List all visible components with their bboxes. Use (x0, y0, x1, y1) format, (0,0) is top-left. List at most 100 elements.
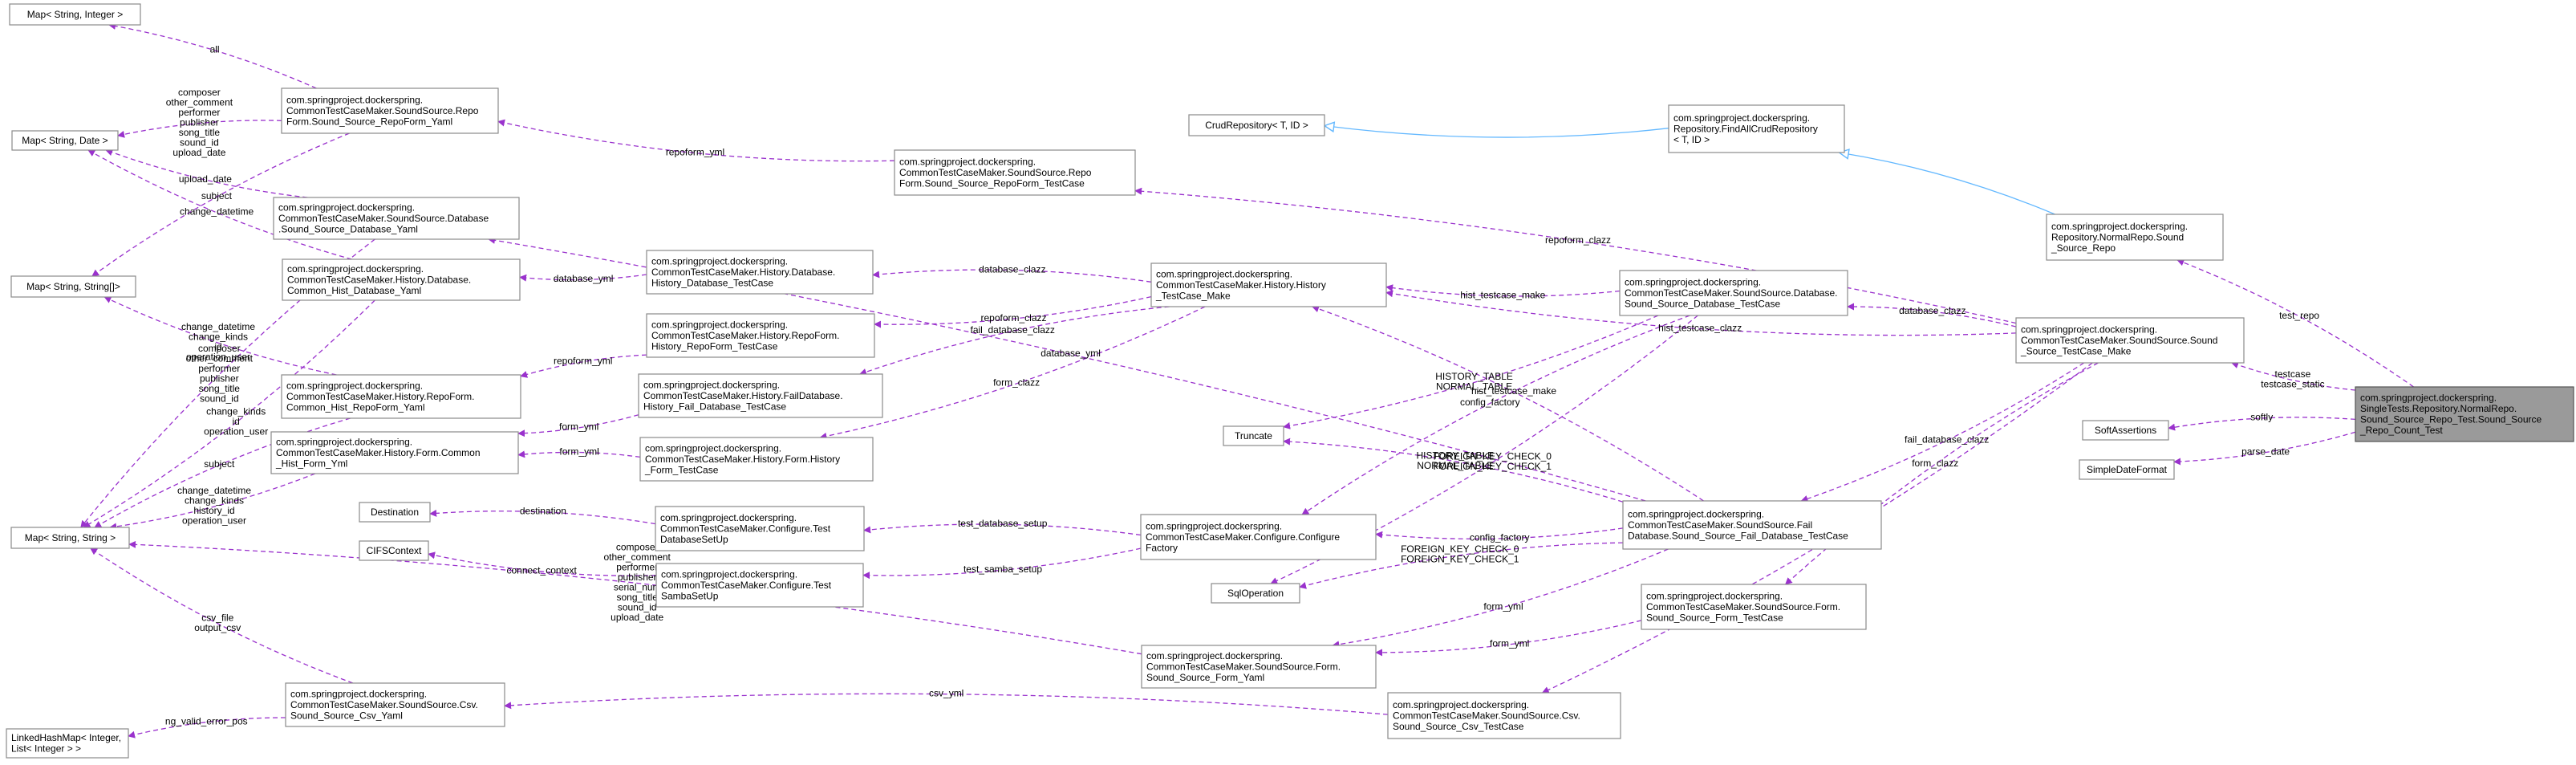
class-node-repoFormTc[interactable]: com.springproject.dockerspring.CommonTes… (894, 149, 1136, 196)
class-node-ssMake[interactable]: com.springproject.dockerspring.CommonTes… (2015, 317, 2245, 364)
edge-label: FOREIGN_KEY_CHECK_1 (1434, 461, 1552, 472)
class-node-box (270, 431, 519, 474)
edge-label-group: fail_database_clazz (1905, 433, 1989, 445)
class-node-label-line: < T, ID > (1673, 134, 1710, 145)
class-node-softAssert[interactable]: SoftAssertions (2082, 420, 2169, 441)
edge-line (117, 120, 282, 138)
class-node-dbYaml[interactable]: com.springproject.dockerspring.CommonTes… (273, 197, 520, 240)
edge-label: other_comment (186, 353, 254, 364)
edge-label-group: parse_date (2241, 446, 2290, 457)
class-node-configFactory[interactable]: com.springproject.dockerspring.CommonTes… (1140, 514, 1377, 560)
usage-edge-histMake-to-histFormTc (819, 306, 1206, 440)
edge-line (128, 540, 1142, 655)
edge-label: operation_user (186, 352, 250, 363)
edge-label: performer (178, 107, 220, 118)
usage-edge-failDbTc-to-sqlOp (1299, 542, 1624, 589)
class-node-destination[interactable]: Destination (359, 502, 431, 523)
class-node-crudRepo[interactable]: CrudRepository< T, ID > (1188, 114, 1325, 136)
class-node-focus[interactable]: com.springproject.dockerspring.SingleTes… (2355, 386, 2574, 442)
class-node-label-line: CommonTestCaseMaker.Configure.Configure (1146, 531, 1340, 543)
class-node-label-line: Destination (371, 507, 419, 518)
class-node-box (2082, 420, 2169, 441)
edge-label-group: csv_yml (929, 688, 963, 699)
class-node-mapStrStr[interactable]: Map< String, String > (10, 527, 130, 549)
class-node-histFailTc[interactable]: com.springproject.dockerspring.CommonTes… (638, 373, 883, 418)
class-node-histDbTc[interactable]: com.springproject.dockerspring.CommonTes… (646, 250, 874, 295)
class-node-dbTc[interactable]: com.springproject.dockerspring.CommonTes… (1619, 270, 1848, 316)
class-node-sambaSetup[interactable]: com.springproject.dockerspring.CommonTes… (655, 563, 864, 608)
edge-label: repoform_clazz (1545, 234, 1611, 246)
class-node-box (1641, 584, 1867, 630)
edge-label: operation_user (182, 515, 246, 527)
edge-label: testcase_static (2261, 379, 2324, 390)
class-node-histRepoYaml[interactable]: com.springproject.dockerspring.CommonTes… (281, 374, 521, 419)
edge-label-group: ng_valid_error_pos (165, 715, 248, 726)
class-node-label-line: CommonTestCaseMaker.Configure.Test (660, 523, 831, 534)
edge-label: test_database_setup (958, 518, 1048, 529)
usage-edge-focus-to-softAssert (2168, 417, 2356, 431)
class-node-csvTc[interactable]: com.springproject.dockerspring.CommonTes… (1387, 692, 1621, 739)
edge-line (91, 132, 350, 277)
class-node-linkedMap[interactable]: LinkedHashMap< Integer,List< Integer > > (6, 728, 129, 759)
class-node-label-line: com.springproject.dockerspring. (1146, 650, 1283, 661)
class-node-label-line: com.springproject.dockerspring. (1625, 276, 1761, 287)
class-node-formTc[interactable]: com.springproject.dockerspring.CommonTes… (1641, 584, 1867, 630)
class-node-findAllRepo[interactable]: com.springproject.dockerspring.Repositor… (1668, 104, 1845, 153)
edge-label-group: form_yml (1483, 600, 1523, 612)
class-node-normalRepo[interactable]: com.springproject.dockerspring.Repositor… (2046, 214, 2224, 261)
class-node-dbSetup[interactable]: com.springproject.dockerspring.CommonTes… (655, 506, 865, 551)
edge-label: subject (201, 190, 233, 201)
class-node-formYaml[interactable]: com.springproject.dockerspring.CommonTes… (1141, 645, 1377, 689)
class-node-cifs[interactable]: CIFSContext (359, 540, 429, 561)
class-node-histRepoTc[interactable]: com.springproject.dockerspring.CommonTes… (646, 313, 875, 358)
edge-line (1784, 362, 2099, 585)
class-node-histFormYml[interactable]: com.springproject.dockerspring.CommonTes… (270, 431, 519, 474)
usage-edge-dbSetup-to-destination (429, 509, 656, 525)
class-node-box (10, 527, 130, 549)
class-node-label-line: DatabaseSetUp (660, 534, 728, 545)
class-node-dateFormat[interactable]: SimpleDateFormat (2079, 459, 2175, 480)
edge-label: database_clazz (979, 263, 1045, 275)
edge-label-group: composerother_commentperformerpublishers… (166, 87, 233, 158)
edge-line (1840, 153, 2055, 215)
class-node-mapStrInt[interactable]: Map< String, Integer > (9, 3, 141, 26)
edge-label-group: database_yml (1041, 348, 1101, 359)
class-node-box (1140, 514, 1377, 560)
edge-label: NORMAL_TABLE (1436, 380, 1512, 392)
usage-edge-failDbTc-to-configFactory (1375, 527, 1624, 539)
edge-label: fail_database_clazz (1905, 433, 1989, 445)
class-node-truncate[interactable]: Truncate (1223, 425, 1284, 446)
edge-line (105, 149, 308, 198)
usage-edge-configFactory-to-sambaSetup (862, 547, 1142, 580)
class-node-label-line: History_Database_TestCase (651, 277, 773, 288)
class-node-box (1141, 645, 1377, 689)
class-node-label-line: .Sound_Source_Database_Yaml (278, 223, 418, 234)
usage-edge-sambaSetup-to-cifs (428, 551, 657, 576)
class-node-label-line: CommonTestCaseMaker.SoundSource.Database… (1625, 287, 1837, 299)
class-node-failDbTc[interactable]: com.springproject.dockerspring.CommonTes… (1622, 500, 1882, 550)
class-node-sqlOp[interactable]: SqlOperation (1211, 583, 1300, 604)
class-node-box (1668, 104, 1845, 153)
class-node-label-line: com.springproject.dockerspring. (651, 319, 788, 330)
edge-line (128, 717, 286, 739)
class-node-histFormTc[interactable]: com.springproject.dockerspring.CommonTes… (639, 437, 874, 482)
class-node-mapStrDate[interactable]: Map< String, Date > (11, 130, 119, 151)
class-node-label-line: LinkedHashMap< Integer, (11, 732, 121, 743)
class-node-mapStrArr[interactable]: Map< String, String[]> (10, 275, 136, 298)
class-node-histMake[interactable]: com.springproject.dockerspring.CommonTes… (1150, 262, 1387, 307)
edge-label: sound_id (200, 393, 239, 405)
class-node-histDbYaml[interactable]: com.springproject.dockerspring.CommonTes… (282, 258, 521, 301)
class-node-label-line: CrudRepository< T, ID > (1205, 120, 1308, 131)
class-node-label-line: Form.Sound_Source_RepoForm_Yaml (286, 116, 452, 127)
usage-edge-dbTc-to-truncate (1283, 315, 1659, 429)
class-node-repoFormYaml[interactable]: com.springproject.dockerspring.CommonTes… (281, 87, 499, 134)
edge-label-group: repoform_yml (666, 146, 724, 157)
class-node-label-line: _Source_Repo (2051, 242, 2116, 254)
class-node-box (646, 313, 875, 358)
class-node-csvYaml[interactable]: com.springproject.dockerspring.CommonTes… (285, 682, 505, 727)
edge-label: HISTORY_TABLE (1435, 371, 1513, 382)
edge-label-group: softly (2250, 412, 2273, 423)
edge-label: form_yml (559, 446, 598, 457)
